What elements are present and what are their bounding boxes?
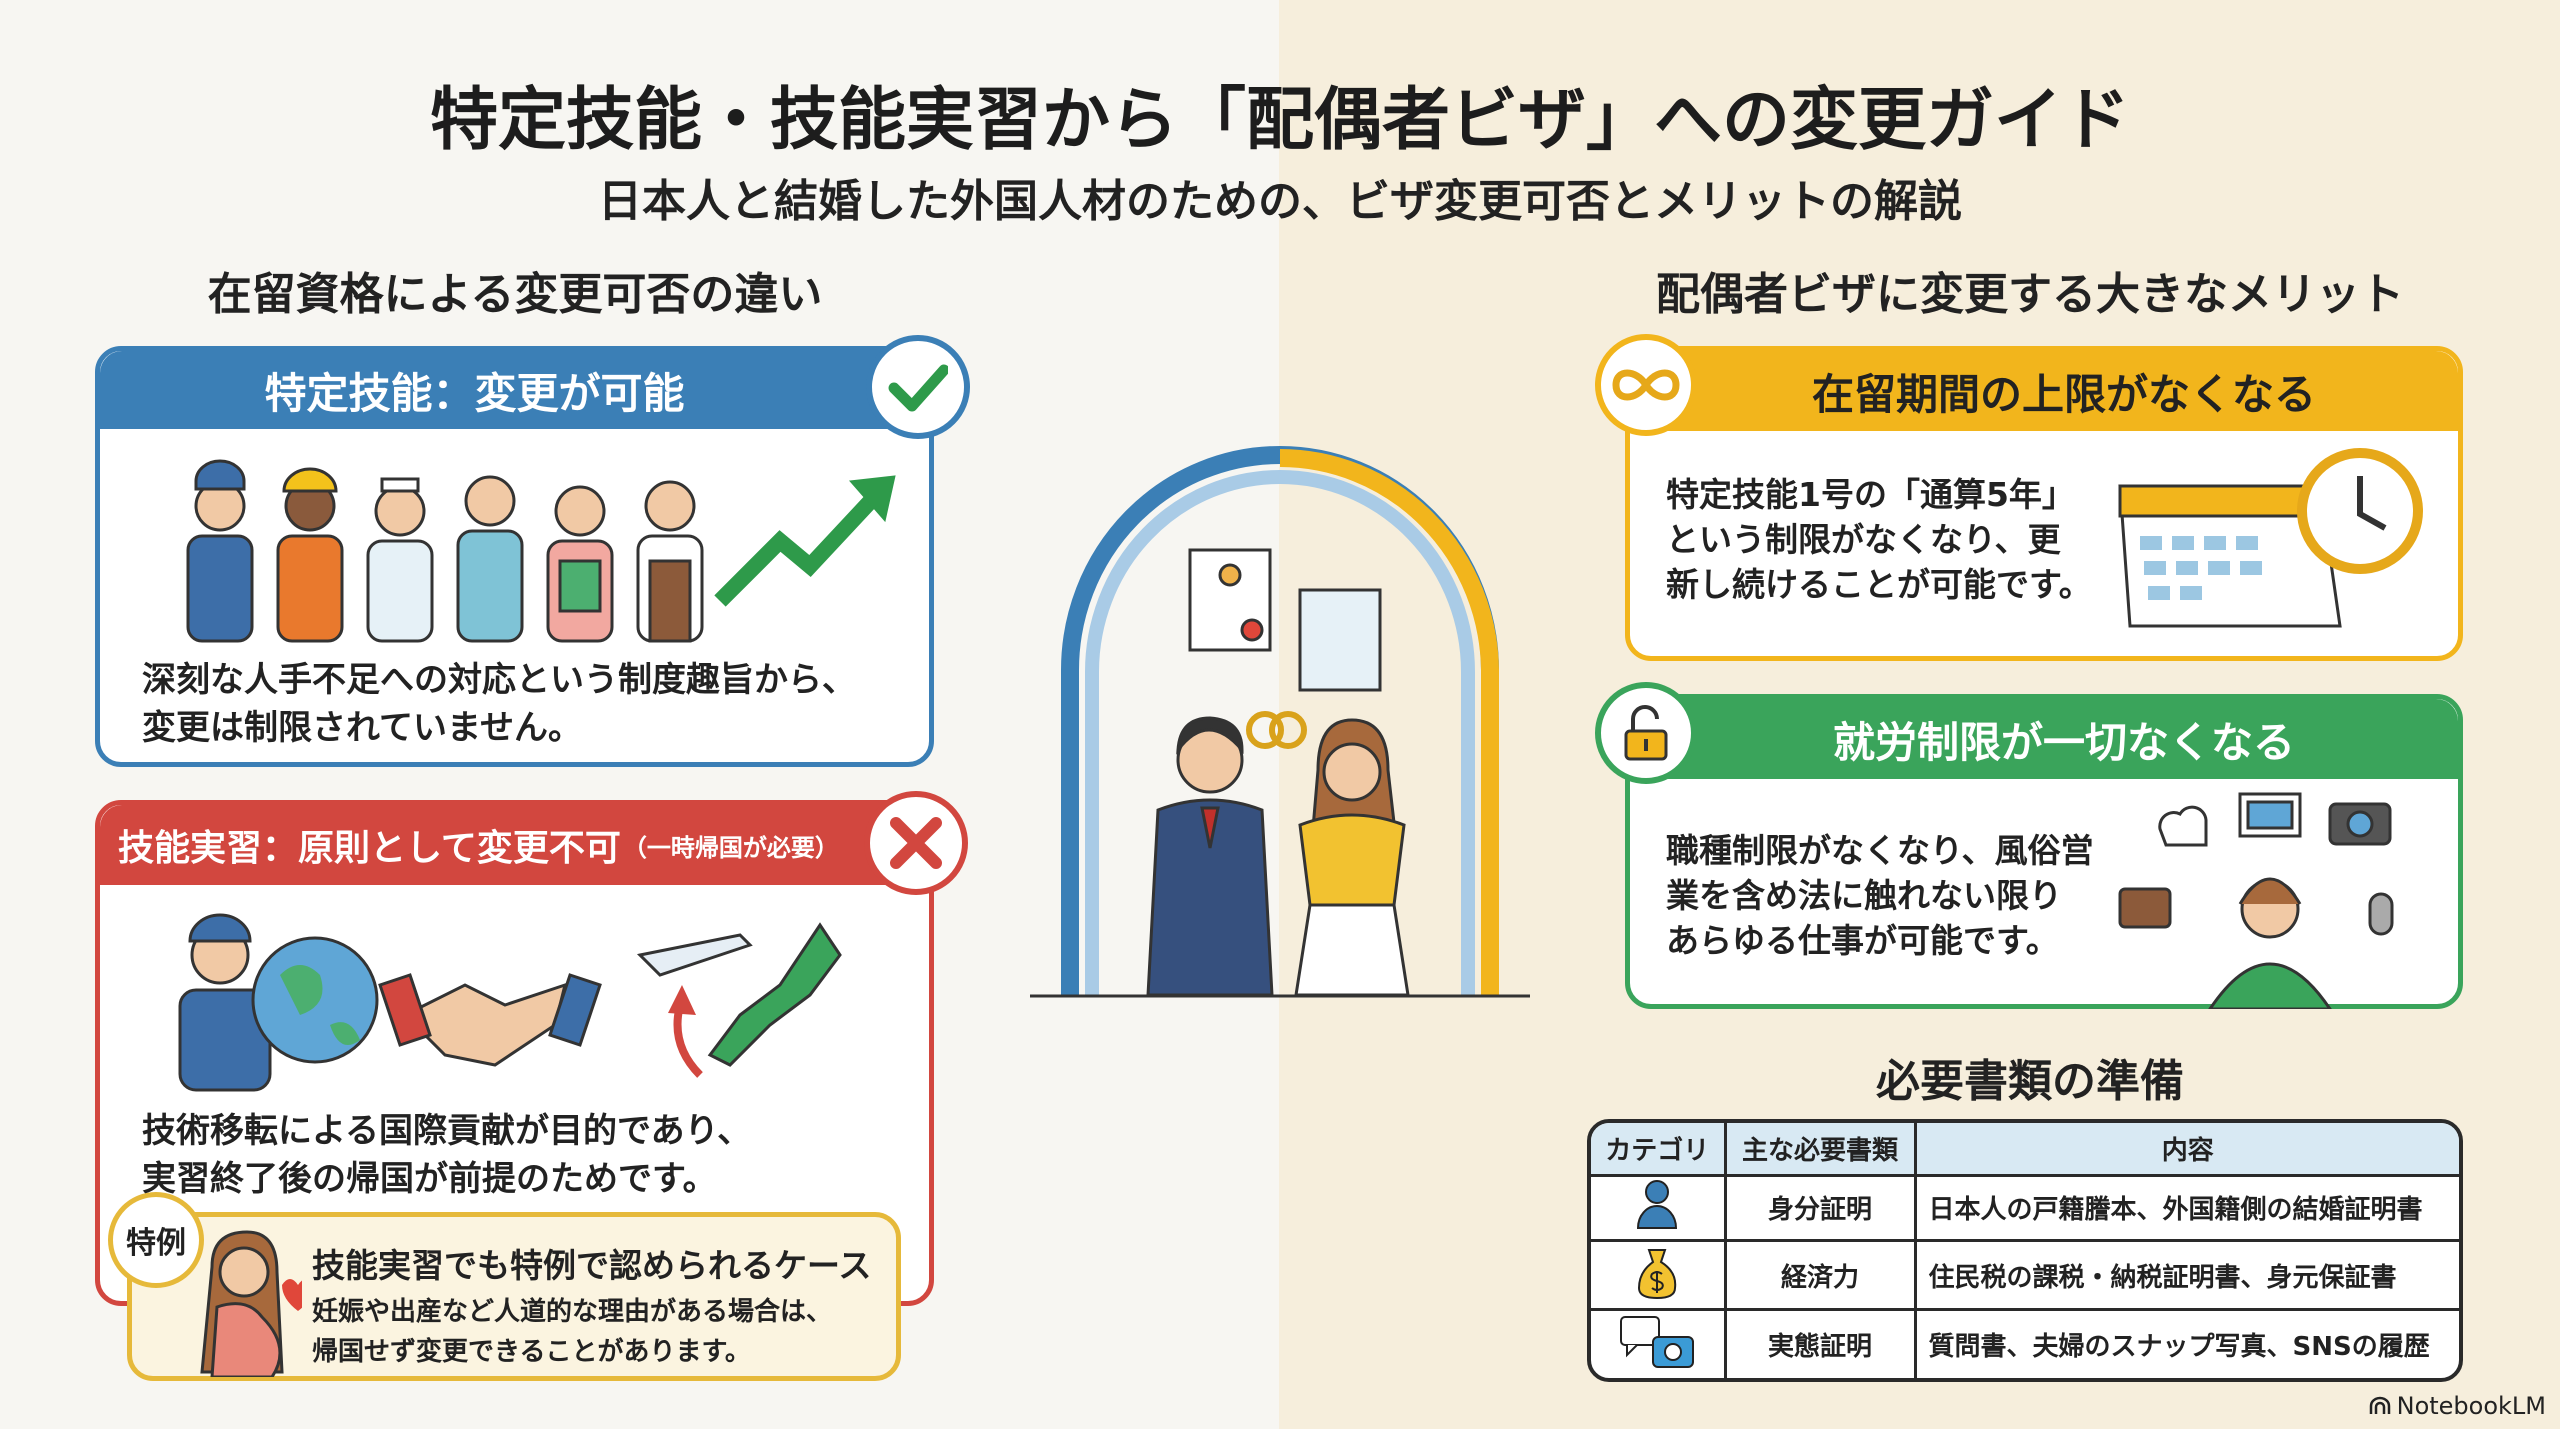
merit1-body-3: 新し続けることが可能です。 — [1666, 565, 2092, 604]
doc-content: 質問書、夫婦のスナップ写真、SNSの履歴 — [1913, 1308, 2459, 1378]
merit2-title: 就労制限が一切なくなる — [1630, 699, 2458, 779]
doc-name: 身分証明 — [1723, 1173, 1917, 1242]
exception-box: 技能実習でも特例で認められるケース 妊娠や出産など人道的な理由がある場合は、 帰… — [127, 1212, 901, 1381]
table-row: 身分証明 日本人の戸籍謄本、外国籍側の結婚証明書 — [1591, 1173, 2459, 1242]
merit1-title: 在留期間の上限がなくなる — [1630, 351, 2458, 431]
left-heading: 在留資格による変更可否の違い — [207, 269, 823, 320]
tokutei-body-1: 深刻な人手不足への対応という制度趣旨から、 — [142, 660, 856, 700]
merit1-body-1: 特定技能1号の「通算5年」 — [1666, 475, 2075, 514]
merit2-body-3: あらゆる仕事が可能です。 — [1666, 921, 2059, 960]
ginou-title: 技能実習：原則として変更不可 — [118, 828, 621, 869]
cross-icon — [864, 791, 968, 895]
handshake-icon — [402, 982, 568, 1067]
ginou-title-note: （一時帰国が必要） — [622, 833, 839, 862]
exception-badge: 特例 — [108, 1192, 204, 1288]
brand-label: NotebookLM — [2396, 1392, 2546, 1420]
page-title: 特定技能・技能実習から「配偶者ビザ」への変更ガイド — [429, 81, 2130, 160]
column-header: 主な必要書類 — [1723, 1123, 1917, 1177]
tokutei-body-2: 変更は制限されていません。 — [142, 708, 582, 748]
merit2-body-2: 業を含め法に触れない限り — [1666, 876, 2062, 915]
exception-body-1: 妊娠や出産など人道的な理由がある場合は、 — [312, 1297, 833, 1327]
merit-work-card: 就労制限が一切なくなる 職種制限がなくなり、風俗営 業を含め法に触れない限り あ… — [1625, 694, 2463, 1009]
notebooklm-brand: NotebookLM — [2369, 1392, 2546, 1420]
doc-content: 住民税の課税・納税証明書、身元保証書 — [1913, 1238, 2459, 1312]
right-heading: 配偶者ビザに変更する大きなメリット — [1656, 269, 2404, 320]
workers-illustration — [186, 459, 896, 643]
ginou-header: 技能実習：原則として変更不可 （一時帰国が必要） — [100, 805, 929, 885]
merit1-body-2: という制限がなくなり、更 — [1666, 520, 2061, 559]
return-home-illustration — [178, 913, 842, 1092]
exception-body-2: 帰国せず変更できることがあります。 — [312, 1337, 751, 1367]
doc-name: 経済力 — [1723, 1238, 1917, 1312]
pregnant-woman-illustration — [200, 1230, 302, 1377]
docs-heading: 必要書類の準備 — [1876, 1056, 2184, 1107]
airplane-icon — [636, 933, 753, 977]
career-options-icon — [2118, 792, 2394, 1009]
tokutei-title: 特定技能：変更が可能 — [100, 351, 929, 429]
page-subtitle: 日本人と結婚した外国人材のための、ビザ変更可否とメリットの解説 — [598, 176, 1962, 227]
unlock-icon — [1595, 682, 1697, 784]
doc-content: 日本人の戸籍謄本、外国籍側の結婚証明書 — [1913, 1173, 2459, 1242]
doc-name: 実態証明 — [1723, 1308, 1917, 1378]
check-icon — [866, 335, 970, 439]
ginou-body-1: 技術移転による国際貢献が目的であり、 — [142, 1111, 752, 1151]
merit-period-card: 在留期間の上限がなくなる 特定技能1号の「通算5年」 という制限がなくなり、更 … — [1625, 346, 2463, 661]
ginou-body-2: 実習終了後の帰国が前提のためです。 — [142, 1159, 717, 1199]
japan-map-icon — [707, 922, 842, 1067]
person-icon — [1591, 1173, 1727, 1242]
growth-arrow-icon — [714, 485, 886, 607]
table-header-row: カテゴリ 主な必要書類 内容 — [1591, 1123, 2459, 1177]
money-bag-icon — [1591, 1238, 1727, 1312]
docs-table: カテゴリ 主な必要書類 内容 身分証明 日本人の戸籍謄本、外国籍側の結婚証明書 … — [1587, 1119, 2463, 1382]
merit2-body-1: 職種制限がなくなり、風俗営 — [1666, 831, 2094, 870]
exception-title: 技能実習でも特例で認められるケース — [312, 1246, 872, 1285]
notebooklm-logo-icon — [2369, 1396, 2390, 1414]
document-icon — [1188, 548, 1382, 692]
column-header: 内容 — [1913, 1123, 2459, 1177]
tokutei-card: 特定技能：変更が可能 深刻な人手不足への対応という制度趣旨から、 変更は制限され… — [95, 346, 934, 767]
couple-arch-illustration — [1030, 446, 1530, 998]
chat-camera-icon — [1591, 1308, 1727, 1378]
column-header: カテゴリ — [1591, 1123, 1727, 1177]
table-row: 実態証明 質問書、夫婦のスナップ写真、SNSの履歴 — [1591, 1308, 2459, 1378]
infinity-icon — [1595, 334, 1697, 436]
table-row: 経済力 住民税の課税・納税証明書、身元保証書 — [1591, 1238, 2459, 1312]
calendar-clock-icon — [2118, 448, 2423, 628]
